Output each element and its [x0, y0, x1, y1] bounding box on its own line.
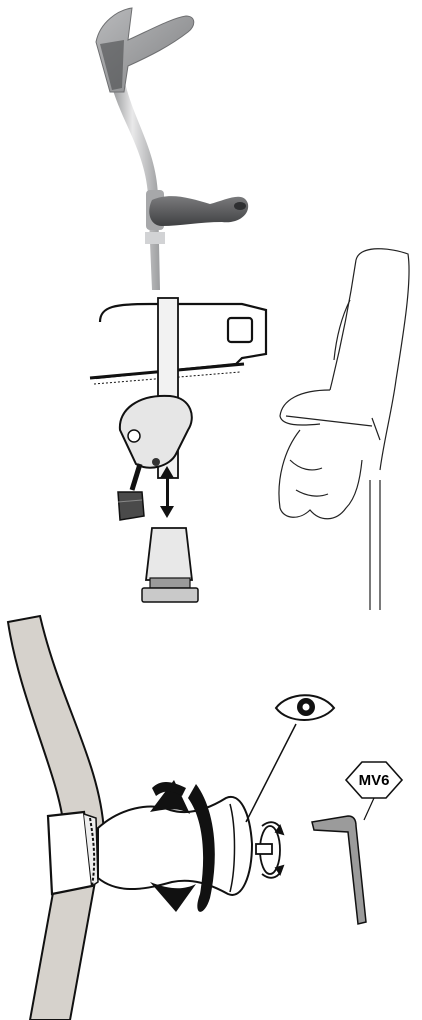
wrench-size-badge: MV6	[346, 762, 402, 820]
pipe-cutter-icon	[118, 396, 192, 520]
handle-collar	[48, 812, 98, 894]
tube-cutting-illustration-panel	[0, 240, 422, 612]
handle-adjustment-illustration-panel: MV6	[0, 612, 422, 1020]
eye-icon	[246, 695, 334, 822]
bolt-icon	[256, 822, 283, 878]
cutting-scene	[0, 240, 422, 612]
wrench-size-label: MV6	[359, 772, 390, 789]
hand-on-crutch-icon	[279, 249, 409, 610]
handle-grip-icon	[98, 797, 252, 895]
handle-scene: MV6	[0, 612, 422, 1020]
allen-key-icon	[312, 816, 366, 924]
rubber-tip-icon	[142, 528, 198, 602]
